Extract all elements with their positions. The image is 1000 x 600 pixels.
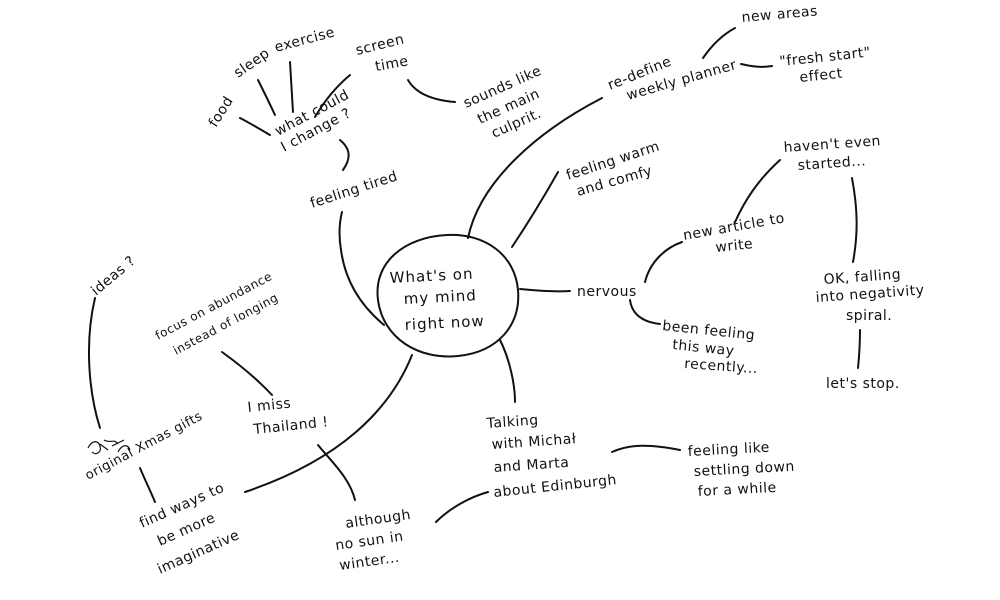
node-exercise: exercise xyxy=(273,24,337,55)
node-talking: Talking with Michał and Marta about Edin… xyxy=(485,412,617,501)
node-sounds-like: sounds like the main culprit. xyxy=(461,63,544,142)
line-sleep xyxy=(257,79,276,116)
node-focus: focus on abundance instead of longing xyxy=(153,269,281,358)
line-imaginative-xmas xyxy=(139,467,156,503)
line-center-nervous xyxy=(519,288,571,293)
line-center-warm xyxy=(511,171,559,248)
center-circle xyxy=(376,233,520,358)
talking-line-1: Talking xyxy=(485,412,539,432)
line-redefine-fresh xyxy=(740,63,773,68)
node-fresh-start: "fresh start" effect xyxy=(779,44,872,85)
connector-lines xyxy=(87,27,861,523)
been-feeling-line-3: recently... xyxy=(684,356,759,377)
line-talking-although xyxy=(435,491,489,523)
fresh-start-line-2: effect xyxy=(799,66,844,86)
node-new-article: new article to write xyxy=(682,210,786,256)
havent-started-line-2: started... xyxy=(797,153,866,174)
line-thailand-although xyxy=(317,444,356,501)
new-areas-text: new areas xyxy=(741,3,819,26)
node-havent-started: haven't even started... xyxy=(783,133,881,174)
line-started-negativity xyxy=(851,177,858,263)
center-node: What's on my mind right now xyxy=(389,265,485,334)
node-new-areas: new areas xyxy=(741,3,819,26)
screen-time-line-2: time xyxy=(374,53,410,75)
node-screen-time: screen time xyxy=(354,31,410,75)
node-feeling-tired: feeling tired xyxy=(308,168,399,211)
settling-line-3: for a while xyxy=(697,480,777,500)
negativity-line-1: OK, falling xyxy=(823,267,901,288)
xmas-text: original Xmas gifts xyxy=(83,409,205,484)
line-food xyxy=(239,117,271,136)
lets-stop-text: let's stop. xyxy=(826,376,900,392)
been-feeling-line-2: this way xyxy=(672,337,736,359)
node-negativity: OK, falling into negativity spiral. xyxy=(815,267,925,324)
negativity-line-2: into negativity xyxy=(815,282,925,306)
node-feeling-warm: feeling warm and comfy xyxy=(564,139,662,200)
line-negativity-stop xyxy=(857,329,861,369)
center-line-3: right now xyxy=(404,312,485,334)
line-screen-time xyxy=(314,74,351,118)
talking-line-2: with Michał xyxy=(491,431,577,453)
line-article-started xyxy=(734,159,781,223)
node-what-could-change: what could I change ? xyxy=(272,87,353,156)
havent-started-line-1: haven't even xyxy=(783,133,881,156)
node-lets-stop: let's stop. xyxy=(826,376,900,392)
node-settling: feeling like settling down for a while xyxy=(687,440,795,500)
exercise-text: exercise xyxy=(273,24,337,55)
node-food: food xyxy=(206,94,237,130)
line-exercise xyxy=(289,61,294,113)
center-line-1: What's on xyxy=(389,265,474,287)
talking-line-4: about Edinburgh xyxy=(493,472,618,501)
miss-thailand-line-2: Thailand ! xyxy=(252,414,329,438)
node-although: although no sun in winter... xyxy=(334,507,412,574)
node-miss-thailand: I miss Thailand ! xyxy=(247,395,329,438)
center-line-2: my mind xyxy=(403,286,477,308)
line-center-talking xyxy=(499,339,516,403)
new-article-line-2: write xyxy=(715,236,754,256)
line-center-redefine xyxy=(467,97,603,239)
node-sleep: sleep xyxy=(231,45,273,81)
node-nervous: nervous xyxy=(577,284,637,300)
line-xmas-ideas xyxy=(87,297,101,429)
line-talking-settling xyxy=(611,444,681,453)
line-nervous-article xyxy=(644,241,683,283)
node-xmas: original Xmas gifts xyxy=(83,409,205,484)
sleep-text: sleep xyxy=(231,45,273,81)
food-text: food xyxy=(206,94,237,130)
line-tired-change xyxy=(339,139,350,171)
scribble-mark xyxy=(87,439,131,455)
line-redefine-newareas xyxy=(702,27,736,59)
feeling-tired-text: feeling tired xyxy=(308,168,399,211)
line-thailand-focus xyxy=(221,351,273,396)
line-nervous-been xyxy=(629,299,661,325)
settling-line-1: feeling like xyxy=(687,440,770,460)
node-been-feeling: been feeling this way recently... xyxy=(662,318,759,377)
settling-line-2: settling down xyxy=(693,459,795,480)
talking-line-3: and Marta xyxy=(493,455,570,476)
fresh-start-line-1: "fresh start" xyxy=(779,44,872,69)
although-line-3: winter... xyxy=(338,550,400,574)
node-redefine: re-define weekly planner xyxy=(606,54,739,104)
node-ideas: ideas ? xyxy=(88,253,139,299)
line-center-feeling-tired xyxy=(338,211,385,326)
negativity-line-3: spiral. xyxy=(846,308,892,324)
miss-thailand-line-1: I miss xyxy=(247,395,292,415)
line-center-imaginative xyxy=(244,354,413,493)
ideas-text: ideas ? xyxy=(88,253,139,299)
line-screen-sounds xyxy=(407,79,456,103)
nervous-text: nervous xyxy=(577,284,637,300)
